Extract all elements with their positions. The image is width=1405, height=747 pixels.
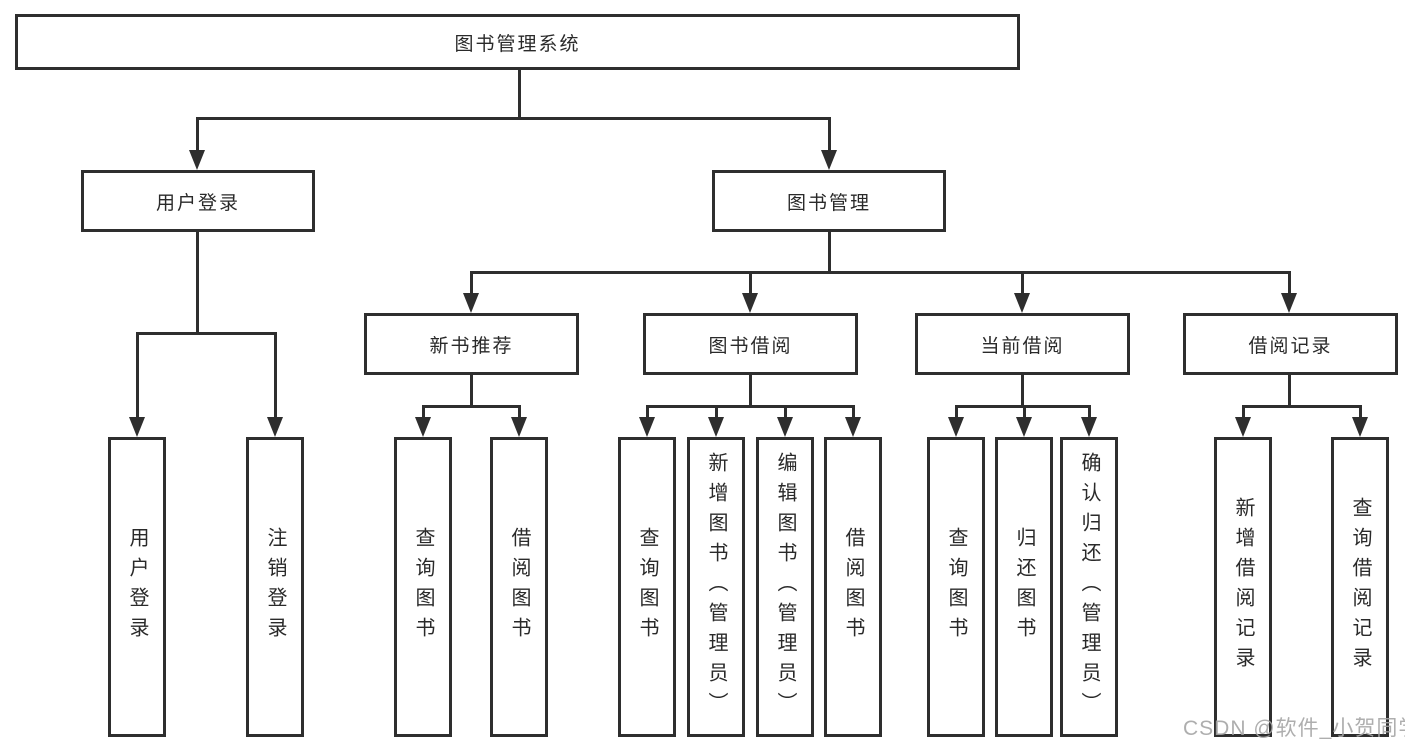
node-label: 查询借阅记录 — [1349, 497, 1371, 677]
node-leaf-return-books: 归还图书 — [995, 437, 1053, 737]
arrowhead-down-icon — [1014, 293, 1030, 313]
edge-book-borrowing-trunk — [749, 375, 752, 407]
edge-stem-leaf-logout — [274, 332, 277, 417]
node-label: 用户登录 — [155, 192, 240, 214]
node-leaf-logout: 注销登录 — [246, 437, 304, 737]
node-user-login: 用户登录 — [81, 170, 315, 232]
edge-stem-leaf — [518, 405, 521, 419]
edge-user-login-trunk — [196, 232, 199, 334]
node-current-borrowing: 当前借阅 — [915, 313, 1130, 375]
edge-stem-leaf — [422, 405, 425, 419]
node-label: 借阅记录 — [1248, 335, 1333, 357]
node-label: 图书借阅 — [708, 335, 793, 357]
node-label: 查询图书 — [412, 527, 434, 647]
arrowhead-down-icon — [742, 293, 758, 313]
arrowhead-down-icon — [639, 417, 655, 437]
edge-new-book-recommendation-branch — [422, 405, 521, 408]
edge-book-management-branch — [470, 271, 1291, 274]
edge-book-management-trunk — [828, 232, 831, 274]
arrowhead-down-icon — [129, 417, 145, 437]
arrowhead-down-icon — [1016, 417, 1032, 437]
csdn-watermark: CSDN @软件_小贺同学 — [1183, 717, 1405, 740]
edge-stem-leaf — [715, 405, 718, 419]
edge-stem-leaf — [955, 405, 958, 419]
edge-new-book-recommendation-trunk — [470, 375, 473, 407]
node-leaf-borrow-books: 借阅图书 — [824, 437, 882, 737]
node-label: 借阅图书 — [842, 527, 864, 647]
edge-stem-borrowing-records — [1288, 271, 1291, 295]
edge-stem-new-book-recommendation — [470, 271, 473, 295]
arrowhead-down-icon — [415, 417, 431, 437]
node-label: 新增图书（管理员） — [705, 452, 727, 722]
arrowhead-down-icon — [1081, 417, 1097, 437]
node-leaf-confirm-return-admin: 确认归还（管理员） — [1060, 437, 1118, 737]
node-leaf-query-books: 查询图书 — [394, 437, 452, 737]
arrowhead-down-icon — [1352, 417, 1368, 437]
node-book-borrowing: 图书借阅 — [643, 313, 858, 375]
edge-stem-leaf — [1023, 405, 1026, 419]
arrowhead-down-icon — [463, 293, 479, 313]
node-library-management-system: 图书管理系统 — [15, 14, 1020, 70]
node-label: 编辑图书（管理员） — [774, 452, 796, 722]
node-label: 图书管理 — [786, 192, 871, 214]
node-leaf-query-borrow-record: 查询借阅记录 — [1331, 437, 1389, 737]
edge-stem-user-login — [196, 117, 199, 151]
node-label: 查询图书 — [945, 527, 967, 647]
edge-stem-leaf — [646, 405, 649, 419]
node-label: 图书管理系统 — [454, 33, 581, 55]
edge-stem-leaf-user-login — [136, 332, 139, 417]
edge-stem-book-borrowing — [749, 271, 752, 295]
node-label: 确认归还（管理员） — [1078, 452, 1100, 722]
node-label: 新书推荐 — [429, 335, 514, 357]
arrowhead-down-icon — [845, 417, 861, 437]
node-leaf-add-borrow-record: 新增借阅记录 — [1214, 437, 1272, 737]
edge-user-login-branch — [136, 332, 277, 335]
node-borrowing-records: 借阅记录 — [1183, 313, 1398, 375]
node-label: 新增借阅记录 — [1232, 497, 1254, 677]
arrowhead-down-icon — [189, 150, 205, 170]
edge-borrowing-records-trunk — [1288, 375, 1291, 407]
arrowhead-down-icon — [267, 417, 283, 437]
edge-root-branch — [196, 117, 831, 120]
node-leaf-query-books: 查询图书 — [927, 437, 985, 737]
node-leaf-user-login: 用户登录 — [108, 437, 166, 737]
arrowhead-down-icon — [708, 417, 724, 437]
arrowhead-down-icon — [1235, 417, 1251, 437]
edge-stem-current-borrowing — [1021, 271, 1024, 295]
node-leaf-edit-books-admin: 编辑图书（管理员） — [756, 437, 814, 737]
arrowhead-down-icon — [821, 150, 837, 170]
edge-stem-book-management — [828, 117, 831, 151]
node-label: 查询图书 — [636, 527, 658, 647]
node-leaf-borrow-books: 借阅图书 — [490, 437, 548, 737]
arrowhead-down-icon — [1281, 293, 1297, 313]
node-leaf-add-books-admin: 新增图书（管理员） — [687, 437, 745, 737]
node-leaf-query-books: 查询图书 — [618, 437, 676, 737]
arrowhead-down-icon — [948, 417, 964, 437]
node-label: 当前借阅 — [980, 335, 1065, 357]
node-book-management: 图书管理 — [712, 170, 946, 232]
edge-stem-leaf — [784, 405, 787, 419]
arrowhead-down-icon — [511, 417, 527, 437]
edge-stem-leaf — [1359, 405, 1362, 419]
node-label: 用户登录 — [126, 527, 148, 647]
edge-stem-leaf — [852, 405, 855, 419]
node-new-book-recommendation: 新书推荐 — [364, 313, 579, 375]
edge-stem-leaf — [1088, 405, 1091, 419]
edge-current-borrowing-trunk — [1021, 375, 1024, 407]
node-label: 注销登录 — [264, 527, 286, 647]
node-label: 归还图书 — [1013, 527, 1035, 647]
edge-root-trunk — [518, 70, 521, 119]
node-label: 借阅图书 — [508, 527, 530, 647]
edge-borrowing-records-branch — [1242, 405, 1362, 408]
arrowhead-down-icon — [777, 417, 793, 437]
edge-stem-leaf — [1242, 405, 1245, 419]
edge-book-borrowing-branch — [646, 405, 855, 408]
